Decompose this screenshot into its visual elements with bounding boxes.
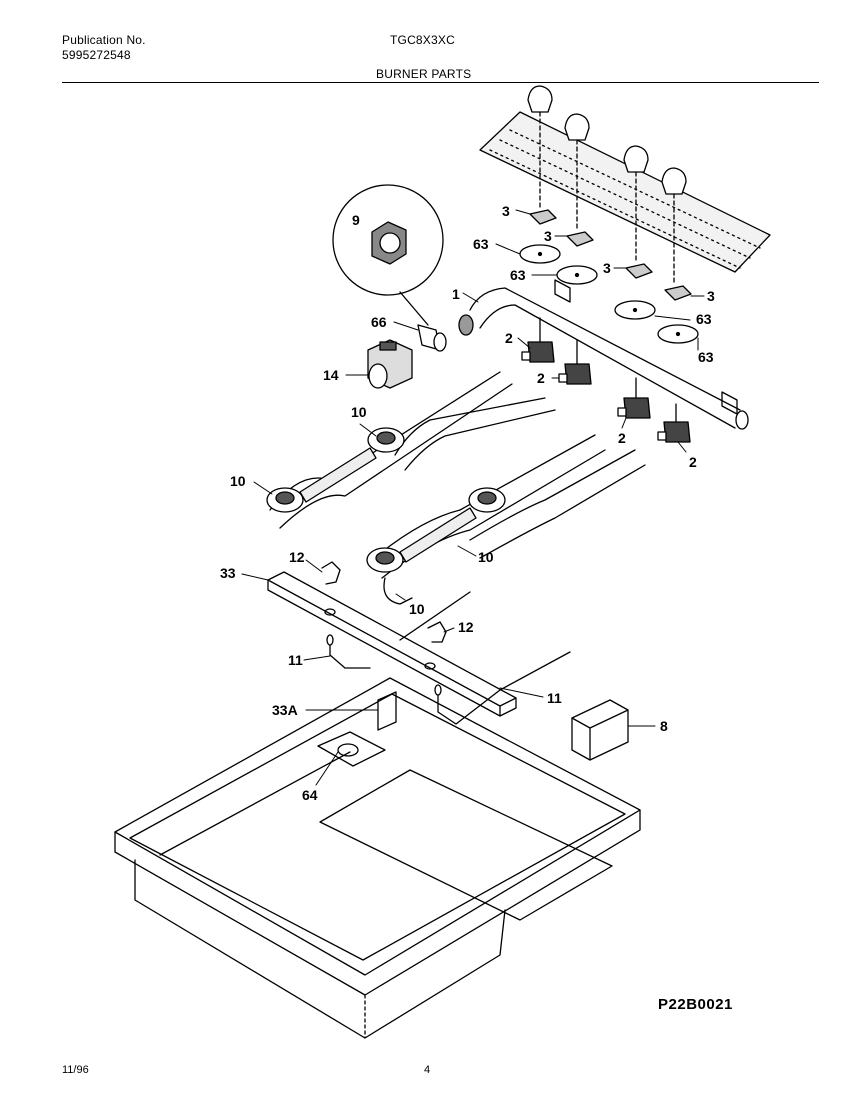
callout-10c: 10 (478, 549, 494, 565)
callout-1: 1 (452, 286, 460, 302)
control-knobs (527, 85, 687, 285)
callout-8: 8 (660, 718, 668, 734)
knob-bezels (529, 209, 692, 301)
publication-label: Publication No. (62, 33, 146, 47)
header-rule (62, 82, 819, 83)
manifold-pipe (458, 279, 749, 430)
publication-number: 5995272548 (62, 48, 131, 62)
pressure-regulator (367, 339, 413, 389)
callout-10b: 10 (230, 473, 246, 489)
model-number: TGC8X3XC (390, 33, 455, 47)
burner-support-bar (267, 571, 517, 717)
callout-leaders (241, 209, 705, 786)
callout-63b: 63 (510, 267, 526, 283)
callout-64: 64 (302, 787, 318, 803)
callout-10d: 10 (409, 601, 425, 617)
gas-fitting (417, 324, 447, 352)
callout-3d: 3 (707, 288, 715, 304)
callout-12a: 12 (289, 549, 305, 565)
footer-page-number: 4 (424, 1064, 431, 1076)
callout-2c: 2 (618, 430, 626, 446)
callout-14: 14 (323, 367, 339, 383)
callout-2b: 2 (537, 370, 545, 386)
section-title: BURNER PARTS (376, 67, 472, 81)
callout-63d: 63 (698, 349, 714, 365)
callout-33a: 33A (272, 702, 298, 718)
drawing-code: P22B0021 (658, 996, 733, 1013)
burner-assemblies (266, 371, 646, 605)
seal-discs (519, 244, 699, 344)
control-panel-plate (479, 111, 771, 273)
callout-66: 66 (371, 314, 387, 330)
detail-circle-nut (332, 184, 444, 326)
footer-date: 11/96 (62, 1064, 89, 1076)
callout-3a: 3 (502, 203, 510, 219)
callout-63c: 63 (696, 311, 712, 327)
callout-11a: 11 (288, 652, 303, 668)
callout-2a: 2 (505, 330, 513, 346)
callout-9: 9 (352, 212, 360, 228)
small-parts (317, 561, 629, 767)
callout-10a: 10 (351, 404, 367, 420)
burner-box (114, 677, 641, 1039)
callout-11b: 11 (547, 690, 562, 706)
callout-3b: 3 (544, 228, 552, 244)
callout-3c: 3 (603, 260, 611, 276)
callout-33: 33 (220, 565, 236, 581)
burner-valves (521, 317, 691, 443)
callout-12b: 12 (458, 619, 474, 635)
callout-63a: 63 (473, 236, 489, 252)
callout-2d: 2 (689, 454, 697, 470)
